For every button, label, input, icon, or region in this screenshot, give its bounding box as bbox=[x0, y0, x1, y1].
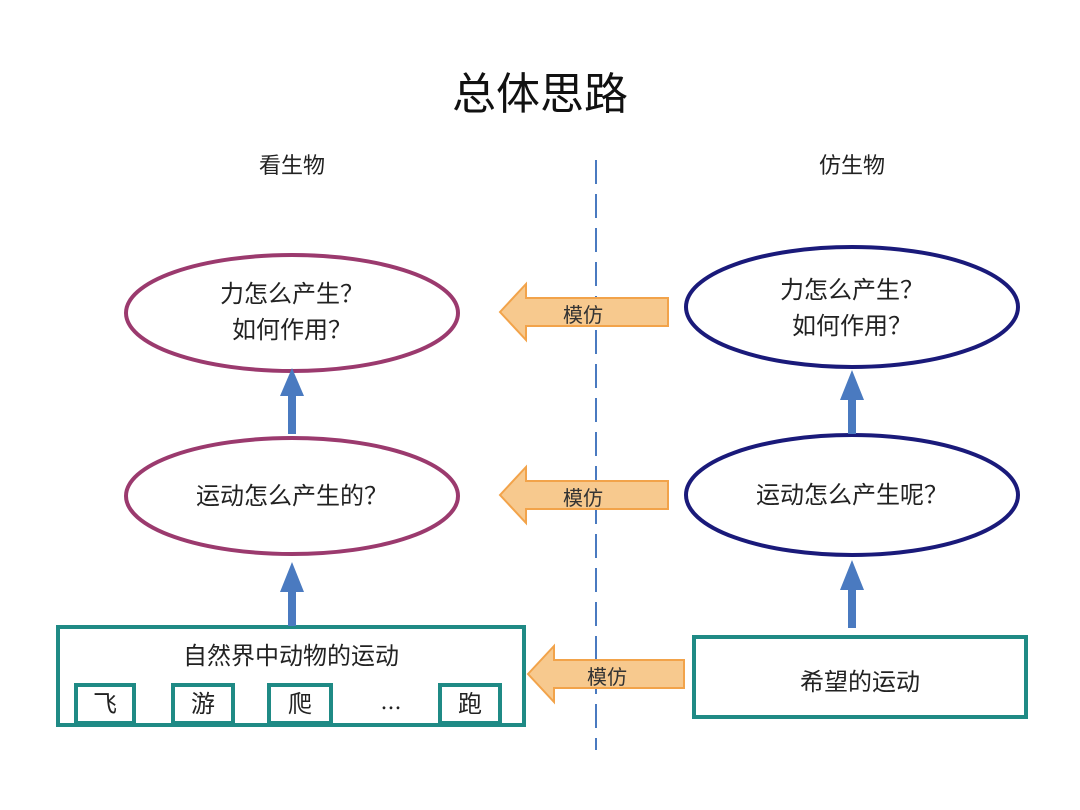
right-top-line1: 力怎么产生？ bbox=[780, 276, 924, 304]
right-upper-up-arrow bbox=[840, 370, 864, 434]
imitate-label-3: 模仿 bbox=[587, 665, 627, 689]
right-bottom-box-label: 希望的运动 bbox=[800, 668, 920, 696]
right-bottom-box bbox=[692, 635, 1028, 719]
motion-item-fly: 飞 bbox=[74, 683, 136, 725]
imitate-arrow-2 bbox=[498, 464, 669, 526]
left-upper-up-arrow bbox=[280, 368, 304, 434]
right-top-line2: 如何作用？ bbox=[792, 312, 912, 340]
imitate-arrow-1 bbox=[498, 281, 669, 343]
right-top-ellipse bbox=[684, 245, 1020, 369]
right-mid-ellipse bbox=[684, 433, 1020, 557]
page-title: 总体思路 bbox=[452, 69, 628, 120]
left-top-line1: 力怎么产生？ bbox=[220, 280, 364, 308]
left-column-title: 看生物 bbox=[258, 154, 325, 179]
left-mid-ellipse-text: 运动怎么产生的？ bbox=[196, 482, 388, 510]
motion-item-run: 跑 bbox=[438, 683, 502, 725]
left-top-line2: 如何作用？ bbox=[232, 316, 352, 344]
right-column-title: 仿生物 bbox=[818, 154, 885, 179]
left-bottom-box-label: 自然界中动物的运动 bbox=[183, 642, 399, 670]
right-mid-ellipse-text: 运动怎么产生呢？ bbox=[756, 481, 948, 509]
motion-item-crawl: 爬 bbox=[267, 683, 333, 725]
motion-item-swim: 游 bbox=[171, 683, 235, 725]
imitate-label-1: 模仿 bbox=[563, 303, 603, 327]
left-lower-up-arrow bbox=[280, 562, 304, 626]
right-top-ellipse-text: 力怎么产生？ 如何作用？ bbox=[702, 272, 1002, 344]
imitate-label-2: 模仿 bbox=[563, 486, 603, 510]
motion-item-ellipsis: ... bbox=[380, 690, 402, 715]
right-lower-up-arrow bbox=[840, 560, 864, 628]
left-top-ellipse-text: 力怎么产生？ 如何作用？ bbox=[142, 276, 442, 348]
imitate-arrow-3 bbox=[526, 643, 685, 705]
left-mid-ellipse bbox=[124, 436, 460, 556]
